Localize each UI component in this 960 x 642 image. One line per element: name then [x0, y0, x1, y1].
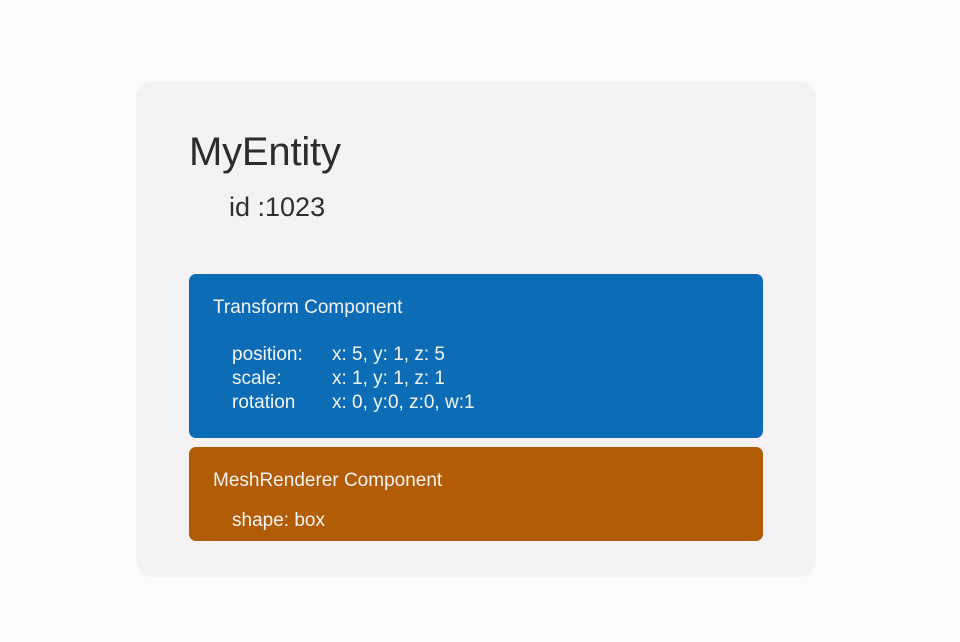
property-value: x: 1, y: 1, z: 1	[332, 368, 445, 389]
meshrenderer-component-title: MeshRenderer Component	[213, 470, 443, 491]
transform-property-list: position: x: 5, y: 1, z: 5 scale: x: 1, …	[232, 343, 475, 415]
entity-id-label: id :1023	[229, 192, 326, 222]
entity-card: MyEntity id :1023 Transform Component po…	[136, 81, 816, 577]
property-row: rotation x: 0, y:0, z:0, w:1	[232, 391, 475, 415]
entity-name-title: MyEntity	[189, 130, 341, 174]
property-row: shape: box	[232, 509, 325, 533]
property-value: x: 0, y:0, z:0, w:1	[332, 392, 475, 413]
property-row: scale: x: 1, y: 1, z: 1	[232, 367, 475, 391]
property-key: rotation	[232, 392, 296, 413]
meshrenderer-property-list: shape: box	[232, 509, 325, 533]
transform-component-title: Transform Component	[213, 297, 403, 318]
property-value: x: 5, y: 1, z: 5	[332, 344, 445, 365]
transform-component-box[interactable]: Transform Component position: x: 5, y: 1…	[189, 274, 763, 438]
meshrenderer-component-box[interactable]: MeshRenderer Component shape: box	[189, 447, 763, 541]
property-key: scale:	[232, 368, 282, 389]
property-row: position: x: 5, y: 1, z: 5	[232, 343, 475, 367]
property-key: shape: box	[232, 510, 325, 531]
property-key: position:	[232, 344, 303, 365]
